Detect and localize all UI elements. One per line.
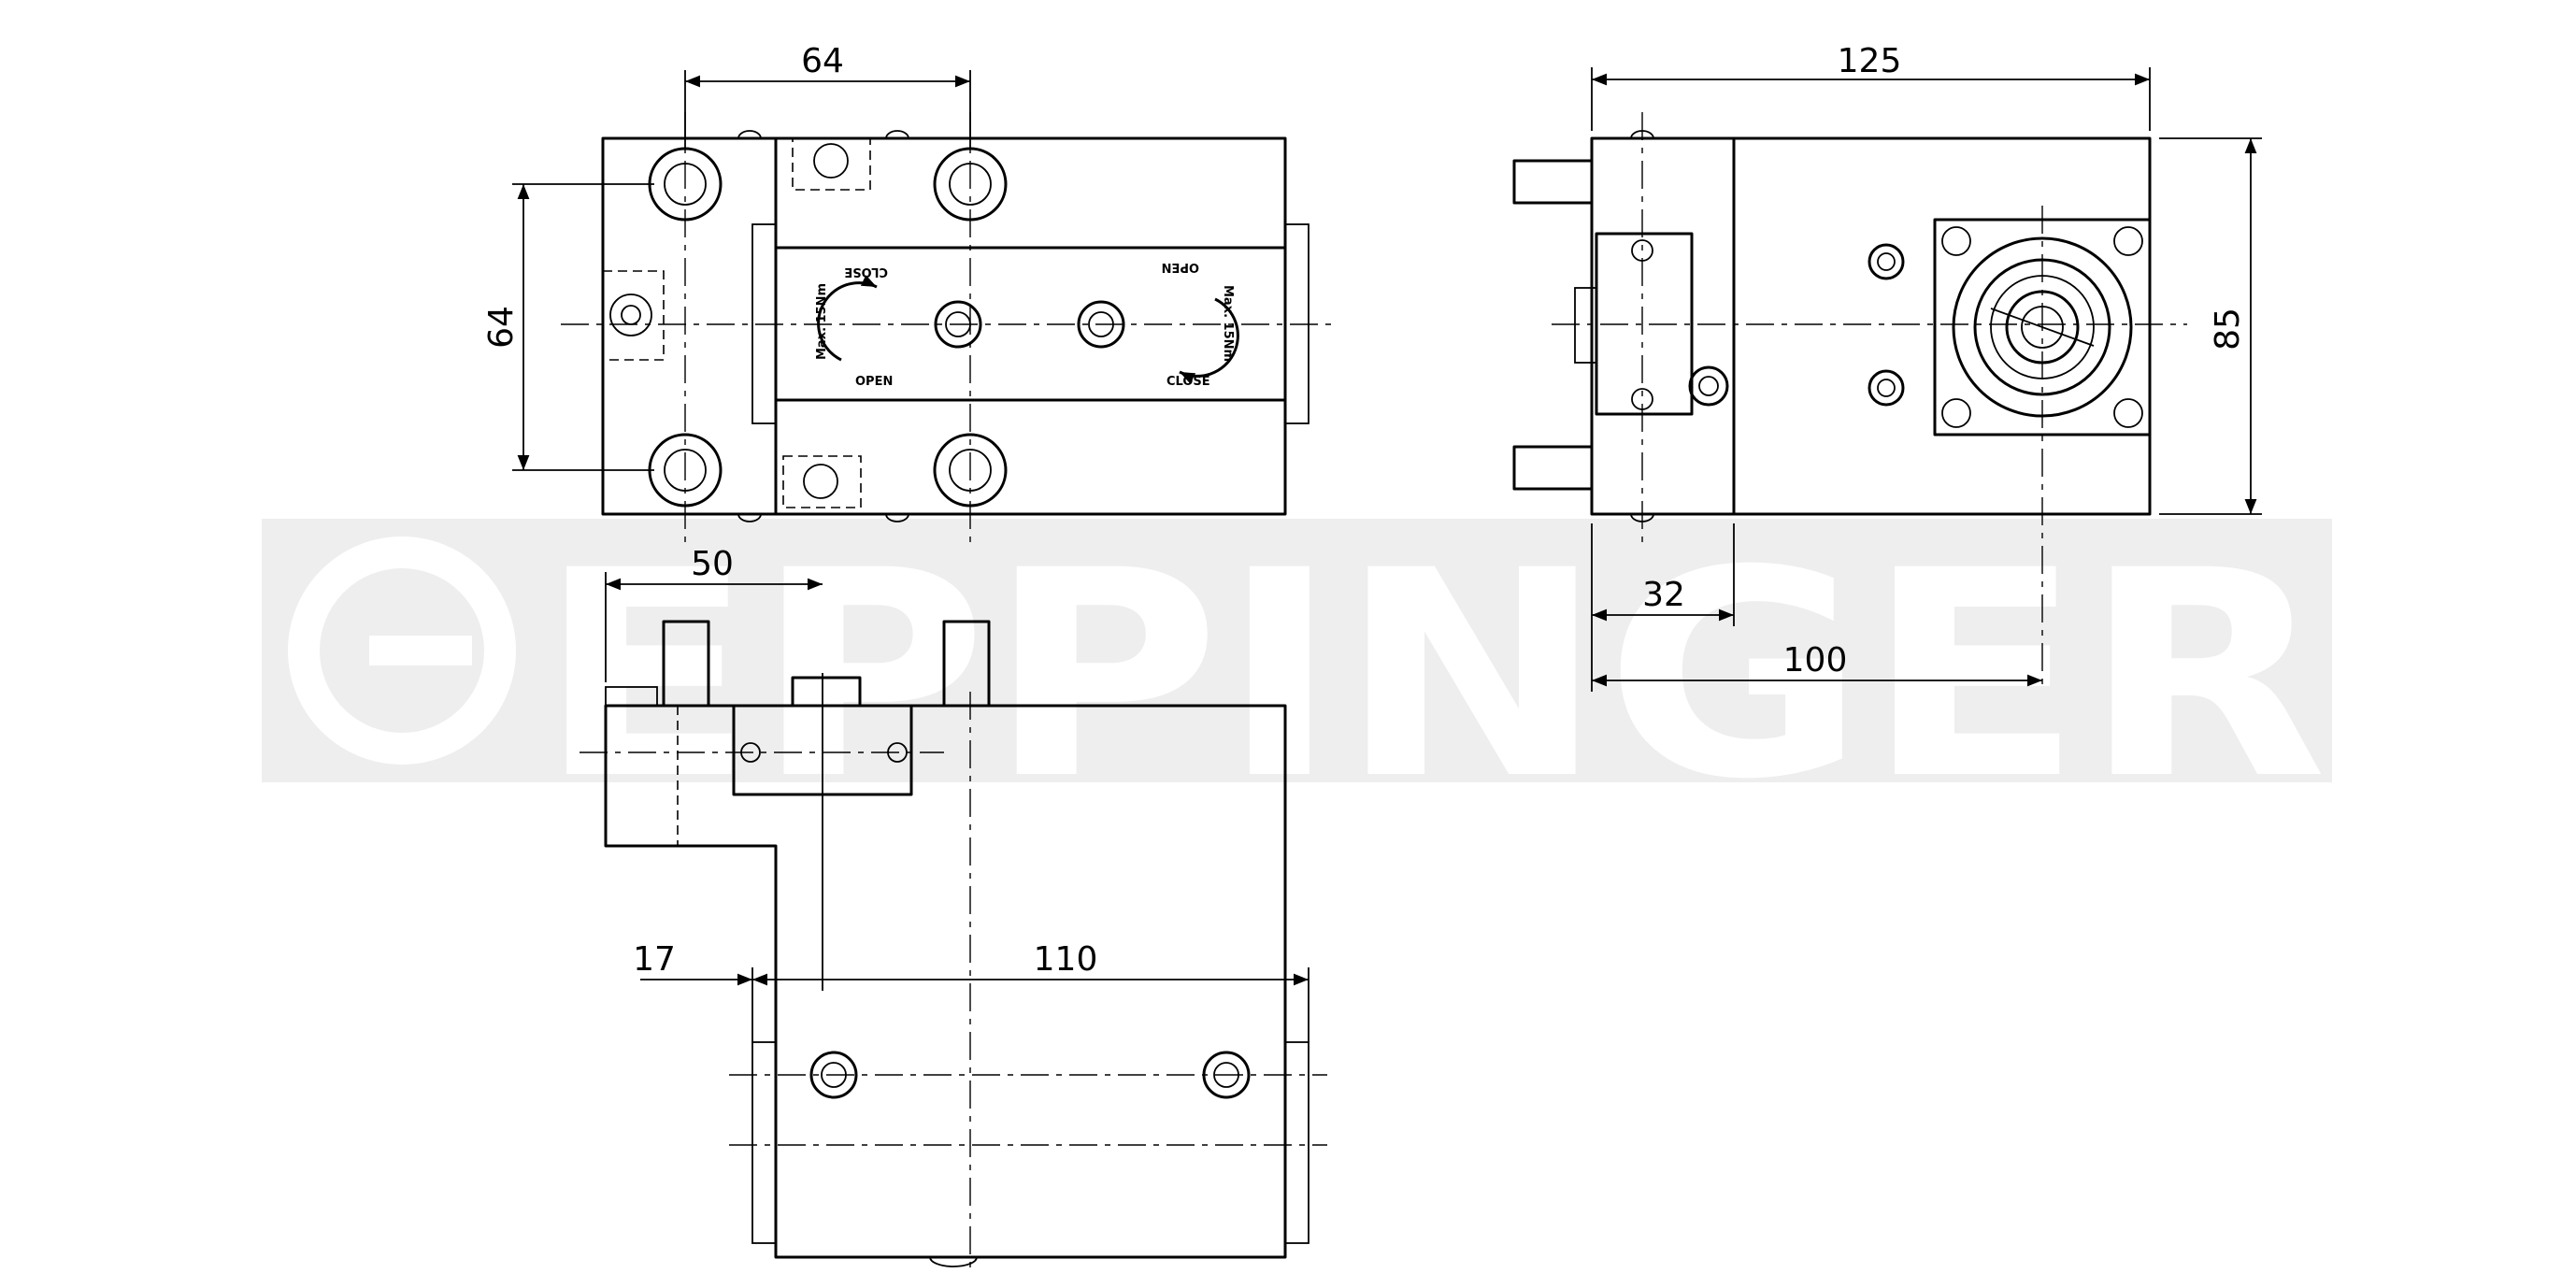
dimension-top-width: 64 (684, 42, 971, 150)
dimension-side-length: 125 (1591, 42, 2151, 131)
dimension-front-110: 110 (752, 940, 1309, 1042)
watermark: EPPINGER (262, 509, 2332, 841)
front-view (580, 620, 1327, 1271)
dimension-side-height: 85 (2159, 137, 2262, 515)
dim-64-width: 64 (801, 42, 844, 80)
connector-icon (602, 137, 871, 508)
close-label: CLOSE (1166, 375, 1210, 389)
dim-64-height: 64 (482, 306, 521, 349)
dim-50: 50 (691, 545, 734, 583)
dim-125: 125 (1838, 42, 1902, 80)
rotation-arrow-icon (817, 275, 1239, 384)
dimension-front-50: 50 (605, 545, 823, 991)
dim-110: 110 (1034, 940, 1098, 979)
dim-100: 100 (1783, 641, 1848, 680)
dimension-side-100: 100 (1592, 641, 2042, 687)
dimension-side-32: 32 (1591, 523, 1735, 692)
open-label: OPEN (1162, 260, 1199, 274)
close-label: CLOSE (844, 265, 888, 279)
watermark-brand: EPPINGER (537, 509, 2327, 841)
dim-17: 17 (633, 940, 676, 979)
dimension-front-17: 17 (633, 940, 753, 1042)
torque-label: Max. 15Nm (1221, 285, 1235, 362)
side-view (1512, 112, 2187, 692)
torque-label: Max. 15Nm (815, 283, 829, 360)
flange-bolt-icon (1941, 226, 2143, 428)
dim-32: 32 (1642, 576, 1685, 614)
eppinger-logo-icon (288, 537, 516, 765)
open-label: OPEN (855, 375, 893, 389)
dimension-top-height: 64 (482, 183, 654, 471)
dim-85: 85 (2209, 308, 2247, 351)
top-view: CLOSE OPEN Max. 15Nm OPEN CLOSE Max. 15N… (561, 112, 1337, 542)
